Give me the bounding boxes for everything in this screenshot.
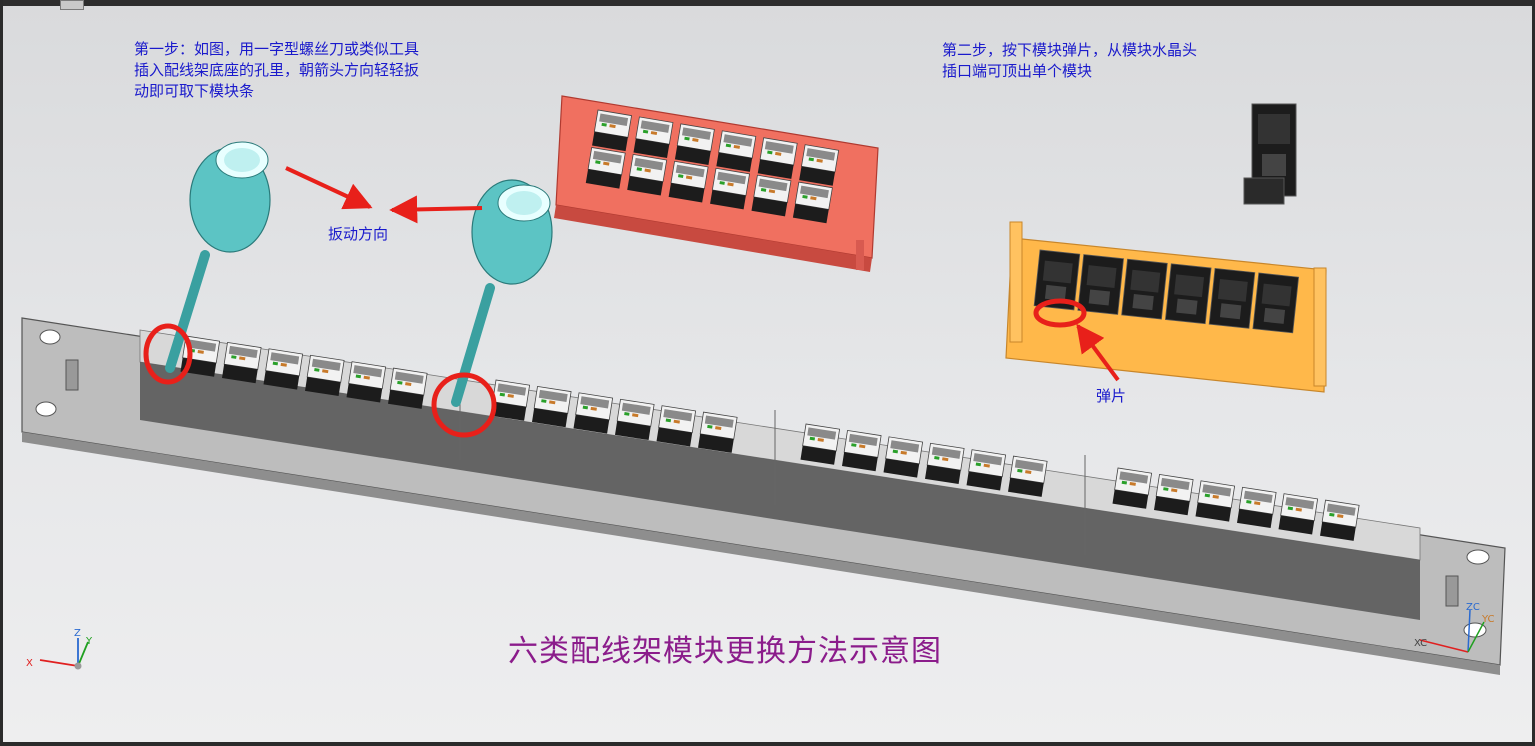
screwdriver-left <box>165 141 271 373</box>
callout-circle-spring <box>1033 298 1087 328</box>
direction-arrow-1 <box>285 166 373 210</box>
view-yc-label: YC <box>1481 614 1495 625</box>
callout-circle-middle <box>431 372 497 438</box>
orange-module-strip <box>1005 221 1327 393</box>
callout-circle-left <box>143 323 193 385</box>
axis-y-label: Y <box>85 636 93 647</box>
axis-triad: X Z Y <box>26 628 93 670</box>
spring-arrow <box>1076 323 1120 382</box>
single-module <box>1243 103 1297 205</box>
view-zc-label: ZC <box>1466 602 1480 613</box>
toolbar-button[interactable] <box>60 0 84 10</box>
window-left-border <box>0 0 3 746</box>
screwdriver-right <box>451 179 553 407</box>
view-xc-label: XC <box>1414 638 1427 649</box>
axis-x-label: X <box>26 658 33 669</box>
direction-arrow-2 <box>389 195 483 224</box>
direction-label: 扳动方向 <box>328 225 389 243</box>
spring-label: 弹片 <box>1096 387 1127 405</box>
axis-z-label: Z <box>74 628 81 639</box>
diagram-title: 六类配线架模块更换方法示意图 <box>508 634 942 669</box>
view-triad: ZC YC XC <box>1414 602 1495 653</box>
window-bottom-border <box>0 742 1535 746</box>
step1-instruction: 第一步：如图，用一字型螺丝刀或类似工具 插入配线架底座的孔里，朝箭头方向轻轻扳 … <box>134 40 420 100</box>
window-top-bar <box>0 0 1535 6</box>
removed-module-strip <box>554 95 879 272</box>
window-right-border <box>1532 0 1535 746</box>
step2-instruction: 第二步，按下模块弹片，从模块水晶头 插口端可顶出单个模块 <box>942 41 1198 80</box>
